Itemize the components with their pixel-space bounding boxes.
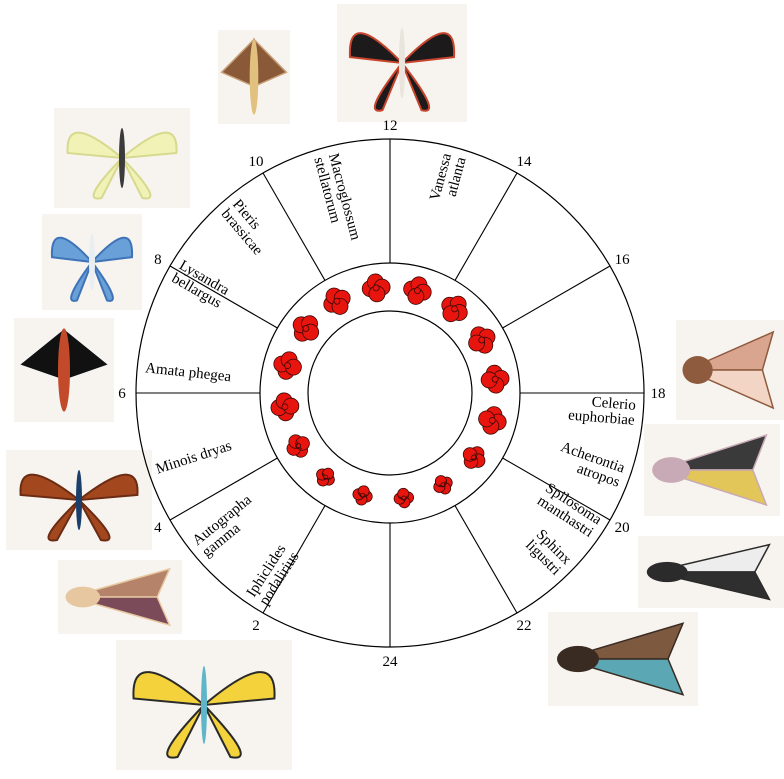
privet-hawk-moth-illustration	[548, 612, 698, 706]
flower-icon	[457, 441, 490, 474]
hour-label-18: 18	[651, 386, 666, 402]
hour-label-16: 16	[615, 252, 631, 268]
hour-label-14: 14	[517, 154, 533, 170]
hour-label-6: 6	[118, 386, 126, 402]
flower-icon	[400, 273, 434, 307]
species-label-amata-phegea: Amata phegea	[144, 360, 232, 385]
flower-icon	[475, 403, 509, 437]
flower-icon	[435, 289, 474, 328]
spoke-16	[503, 266, 610, 328]
flower-icon	[360, 272, 391, 303]
hour-label-20: 20	[615, 520, 630, 536]
deaths-head-hawk-moth-illustration	[644, 424, 780, 516]
species-line: Amata phegea	[144, 360, 232, 385]
dryad-illustration	[6, 450, 152, 550]
spoke-22	[455, 506, 517, 613]
middle-ring	[260, 263, 520, 523]
silver-y-illustration	[58, 560, 182, 634]
spurge-hawk-moth-illustration	[676, 320, 784, 420]
adonis-blue-illustration	[42, 214, 142, 310]
flower-icon	[269, 391, 300, 422]
hour-label-8: 8	[154, 252, 162, 268]
white-ermine-illustration	[638, 536, 784, 608]
hour-label-2: 2	[252, 618, 260, 634]
inner-ring	[308, 311, 472, 475]
flower-icon	[282, 430, 315, 463]
species-label-minois-dryas: Minois dryas	[154, 438, 234, 478]
hour-label-24: 24	[383, 654, 399, 670]
nine-spotted-moth-illustration	[14, 318, 114, 422]
scarce-swallowtail-illustration	[116, 640, 292, 770]
cabbage-white-illustration	[54, 108, 190, 208]
hour-label-12: 12	[383, 118, 398, 134]
flower-icon	[463, 321, 501, 359]
flower-icon	[286, 309, 325, 348]
flower-icon	[318, 282, 356, 320]
hour-label-10: 10	[249, 154, 264, 170]
flower-icon	[270, 348, 304, 382]
red-admiral-illustration	[337, 4, 467, 122]
spoke-10	[263, 173, 325, 280]
hour-spokes	[136, 139, 644, 647]
flower-icons	[269, 272, 511, 509]
flower-icon	[351, 483, 375, 507]
flower-icon	[312, 463, 339, 490]
flower-icon	[430, 471, 457, 498]
flower-icon	[479, 363, 510, 394]
spoke-14	[455, 173, 517, 280]
hour-label-4: 4	[154, 520, 162, 536]
hummingbird-hawk-moth-illustration	[218, 30, 290, 124]
flower-icon	[393, 487, 415, 509]
hour-label-22: 22	[517, 618, 532, 634]
species-line: Minois dryas	[154, 438, 234, 478]
